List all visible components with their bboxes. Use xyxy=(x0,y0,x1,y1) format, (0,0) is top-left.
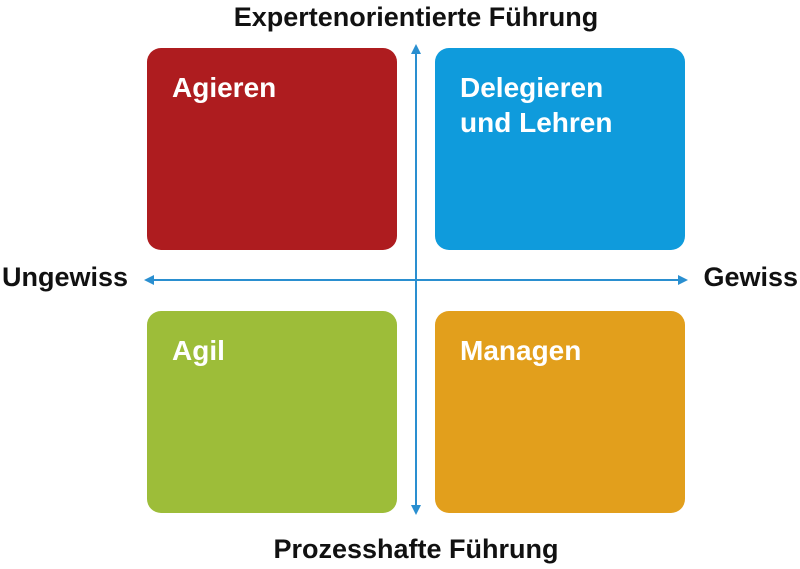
axis-label-bottom: Prozesshafte Führung xyxy=(273,534,559,564)
quadrant-agieren: Agieren xyxy=(147,48,397,250)
quadrant-delegieren-und-lehren: Delegieren und Lehren xyxy=(435,48,685,250)
axis-label-right: Gewiss xyxy=(703,262,798,292)
quadrant-label: Delegieren und Lehren xyxy=(460,72,613,138)
quadrant-agil: Agil xyxy=(147,311,397,513)
axis-label-left: Ungewiss xyxy=(2,262,129,292)
axis-label-top: Expertenorientierte Führung xyxy=(233,2,599,32)
quadrant-managen: Managen xyxy=(435,311,685,513)
quadrant-label: Managen xyxy=(460,335,582,366)
quadrant-label: Agieren xyxy=(172,72,277,103)
quadrant-label: Agil xyxy=(172,335,225,366)
